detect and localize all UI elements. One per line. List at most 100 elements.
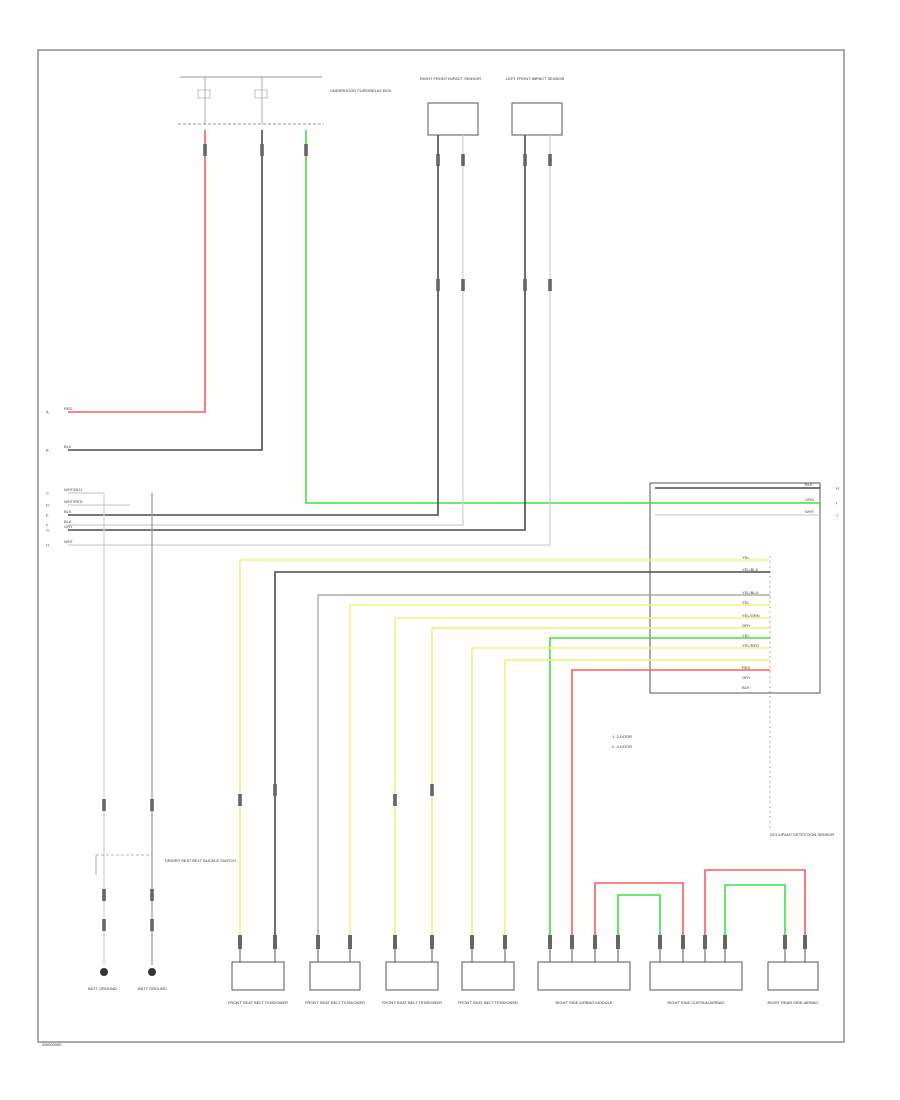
legend-item-1: 1. 2-DOOR	[612, 734, 632, 739]
right-terminal-wire-color: WHT	[805, 509, 815, 514]
bottom-connector-body	[385, 961, 439, 991]
connector-pin	[503, 935, 507, 949]
connector-pin	[703, 935, 707, 949]
connector-plug	[461, 154, 465, 166]
left-terminal-wire-color: WHT/RED	[64, 499, 83, 504]
wire-yel-4	[471, 647, 770, 940]
ground-1-label: BATT GROUND	[88, 986, 117, 991]
ground-2-label: BATT GROUND	[138, 986, 167, 991]
occupant-sensor-label: OCCUPANT DETECTION SENSOR	[770, 832, 834, 837]
wire-red-1	[571, 669, 770, 940]
bottom-connector: RIGHT SIDE AIRBAG MODULE	[537, 935, 631, 1005]
connector-plug	[203, 144, 207, 156]
wire-black-feed	[68, 130, 263, 451]
connector-plug	[150, 889, 154, 901]
control-module-box	[649, 482, 821, 694]
connector-pin	[593, 935, 597, 949]
right-terminal-wire-color: BLK	[805, 482, 813, 487]
connector-pin	[393, 935, 397, 949]
module-pin-label: YEL	[742, 555, 750, 560]
wire-yel-grn	[549, 637, 770, 940]
connector-pin	[658, 935, 662, 949]
left-terminal-letter: C	[46, 491, 49, 496]
bottom-connector-body	[309, 961, 361, 991]
left-terminal-wire-color: GRY	[64, 524, 73, 529]
connector-pin	[570, 935, 574, 949]
wire-sensor-l-1	[68, 135, 526, 531]
wire-yel-1	[239, 559, 770, 940]
left-front-impact-sensor: LEFT FRONT IMPACT SENSOR	[506, 76, 564, 136]
connector-plug	[461, 279, 465, 291]
connector-pin	[783, 935, 787, 949]
bottom-connector: FRONT SEAT BELT TENSIONER	[458, 935, 518, 1005]
connector-plug	[304, 144, 308, 156]
bottom-connector-body	[231, 961, 285, 991]
connector-plug	[523, 279, 527, 291]
wire-yel-3	[431, 627, 770, 940]
connector-pin	[273, 935, 277, 949]
legend: 1. 2-DOOR 2. 4-DOOR	[612, 734, 632, 749]
diagram-frame	[37, 49, 845, 1043]
bottom-connector: RIGHT REAR SIDE AIRBAG	[767, 935, 819, 1005]
ground-2: BATT GROUND	[138, 968, 167, 991]
module-pin-label: YEL	[742, 633, 750, 638]
left-terminal-letter: D	[46, 503, 49, 508]
module-pin-label: YEL/RED	[742, 643, 759, 648]
wire-yel-blu	[394, 617, 770, 940]
right-terminal-letter: J	[836, 513, 838, 518]
ground-1: BATT GROUND	[88, 968, 117, 991]
connector-plug	[436, 154, 440, 166]
left-terminal-letter: A	[46, 410, 49, 415]
connector-pin	[316, 935, 320, 949]
module-pin-label: BLK	[742, 685, 750, 690]
module-pin-label: YEL/BLK	[742, 567, 759, 572]
bottom-connector-body	[649, 961, 743, 991]
connector-plug	[150, 919, 154, 931]
connector-plug	[238, 794, 242, 806]
connector-plug	[102, 889, 106, 901]
connector-pin	[238, 935, 242, 949]
module-pin-label: YEL/BLU	[742, 590, 759, 595]
bottom-connector-body	[767, 961, 819, 991]
connector-pin	[430, 935, 434, 949]
wire-red-feed	[68, 130, 206, 413]
wire-grn-loop-2	[724, 884, 786, 940]
bottom-connector-label: FRONT SEAT BELT TENSIONER	[458, 1000, 518, 1005]
bottom-connector: FRONT SEAT BELT TENSIONER	[382, 935, 442, 1005]
wire-grn-loop-1	[617, 894, 661, 940]
left-terminal-letter: E	[46, 513, 49, 518]
bottom-connector: FRONT SEAT BELT TENSIONER	[305, 935, 365, 1005]
connector-plug	[273, 784, 277, 796]
fuse-box-label: UNDERHOOD FUSE/RELAY BOX	[330, 88, 392, 93]
connector-plug	[548, 154, 552, 166]
right-terminal-letter: H	[836, 486, 839, 491]
left-terminal-letter: B	[46, 448, 49, 453]
wire-yel-5	[504, 659, 770, 940]
connector-pin	[723, 935, 727, 949]
bottom-connector: FRONT SEAT BELT TENSIONER	[228, 935, 288, 1005]
connector-plug	[260, 144, 264, 156]
left-terminal-wire-color: BLK	[64, 509, 72, 514]
right-front-impact-sensor: RIGHT FRONT IMPACT SENSOR	[420, 76, 481, 136]
connector-plug	[150, 799, 154, 811]
fuse-box: UNDERHOOD FUSE/RELAY BOX	[178, 76, 392, 125]
bottom-connector-body	[537, 961, 631, 991]
connector-plug	[102, 799, 106, 811]
left-terminal-wire-color: WHT/BLU	[64, 487, 82, 492]
left-terminal-letter: G	[46, 528, 49, 533]
connector-pin	[681, 935, 685, 949]
wires	[68, 130, 820, 965]
connector-plug	[436, 279, 440, 291]
diagram-code: W0000000	[42, 1042, 62, 1047]
wire-sensor-r-2	[68, 135, 464, 526]
connector-pin	[470, 935, 474, 949]
buckle-switch-label: DRIVER SEAT BELT BUCKLE SWITCH	[165, 858, 236, 863]
bottom-connector-label: FRONT SEAT BELT TENSIONER	[382, 1000, 442, 1005]
bottom-connector-label: RIGHT SIDE CURTAIN AIRBAG	[667, 1000, 724, 1005]
connector-pin	[348, 935, 352, 949]
left-terminal-wire-color: BLK	[64, 519, 72, 524]
bottom-connector-label: RIGHT SIDE AIRBAG MODULE	[555, 1000, 612, 1005]
